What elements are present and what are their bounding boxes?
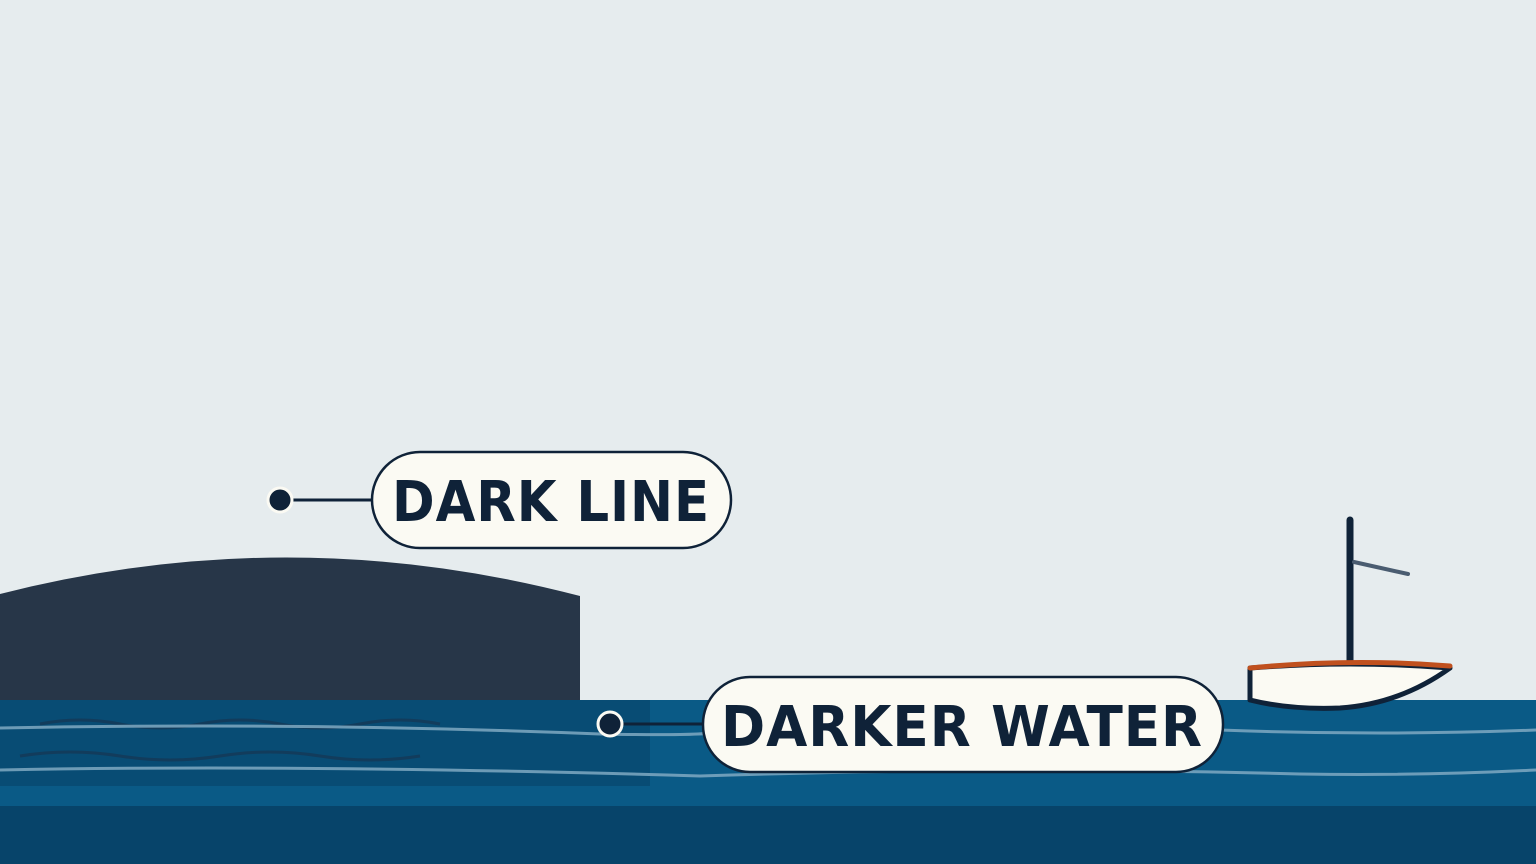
callout-darker-water: DARKER WATER	[596, 675, 1225, 774]
dark-ripple-1	[39, 718, 441, 730]
boat-rail	[1247, 659, 1453, 671]
callout-darker-water-dot	[596, 710, 624, 738]
callout-dark-line-label: DARK LINE	[392, 470, 710, 535]
callout-dark-line-pill	[370, 450, 733, 550]
dark-ripple-2	[19, 750, 421, 762]
boat-flag-line	[1352, 560, 1410, 576]
callout-dark-line-dot	[266, 486, 294, 514]
water-bottom-band	[0, 806, 1536, 864]
callout-dark-line: DARK LINE	[266, 450, 733, 550]
wave-line-1	[0, 724, 1536, 737]
landmass	[0, 557, 580, 700]
sailboat	[1247, 516, 1453, 711]
callout-darker-water-pill	[701, 675, 1225, 774]
callout-darker-water-label: DARKER WATER	[721, 695, 1203, 760]
